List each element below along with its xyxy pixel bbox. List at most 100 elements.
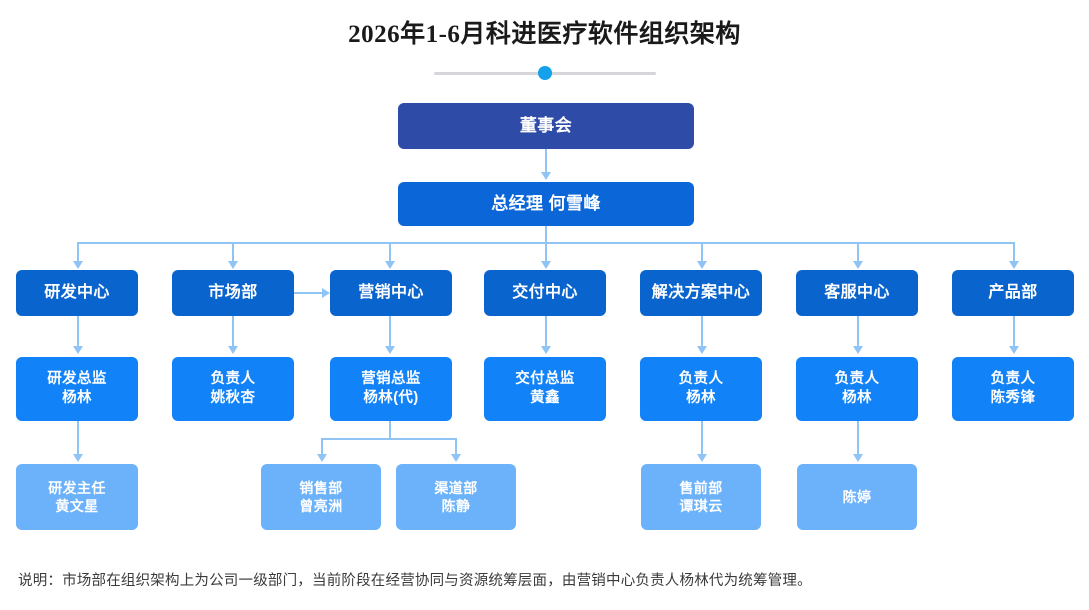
node-label-line1: 负责人 [834,370,880,387]
node-dept-sales-center[interactable]: 营销中心 [330,270,452,316]
node-dept-marketing[interactable]: 市场部 [172,270,294,316]
node-general-manager[interactable]: 总经理 何雪峰 [398,182,694,226]
node-label-line1: 研发总监 [47,370,107,387]
connector-solution-lead [701,316,703,347]
node-label-line2: 曾亮洲 [299,498,343,514]
connector-drop-dept-7-arrow [1009,261,1019,269]
connector-drop-dept-4 [545,242,547,262]
connector-drop-dept-3 [389,242,391,262]
connector-marketing-to-sales-arrow [322,288,330,298]
node-label-line1: 销售部 [299,479,343,496]
connector-drop-dept-5 [701,242,703,262]
node-label: 客服中心 [824,284,890,302]
connector-rd-lead-arrow [73,346,83,354]
node-label-line2: 杨林(代) [363,390,419,406]
connector-marketing-lead-arrow [228,346,238,354]
connector-sales-bus [321,438,457,440]
connector-drop-dept-4-arrow [541,261,551,269]
connector-sales-lead [389,316,391,347]
connector-drop-channel-dept [455,438,457,455]
node-team-sales-dept[interactable]: 销售部 曾亮洲 [261,464,381,530]
node-team-channel-dept[interactable]: 渠道部 陈静 [396,464,516,530]
node-label-line2: 姚秋杏 [210,390,256,406]
node-dept-product[interactable]: 产品部 [952,270,1074,316]
node-label: 产品部 [988,284,1038,302]
connector-cs-lead-arrow [853,346,863,354]
connector-drop-dept-1 [77,242,79,262]
node-lead-solution-owner[interactable]: 负责人 杨林 [640,357,762,421]
connector-sales-stem [389,421,391,439]
node-dept-delivery[interactable]: 交付中心 [484,270,606,316]
node-team-rd-chief[interactable]: 研发主任 黄文星 [16,464,138,530]
connector-gm-stem [545,226,547,243]
node-label-line1: 负责人 [678,370,724,387]
node-label: 总经理 何雪峰 [491,193,601,213]
node-label-line1: 负责人 [210,370,256,387]
connector-drop-dept-7 [1013,242,1015,262]
node-label-line2: 杨林 [842,390,872,406]
node-label-line2: 黄鑫 [530,390,560,406]
node-label: 市场部 [208,284,258,302]
node-label: 董事会 [519,115,573,135]
node-lead-marketing-owner[interactable]: 负责人 姚秋杏 [172,357,294,421]
node-label-line1: 交付总监 [515,370,575,387]
node-label-line2: 陈静 [441,498,471,514]
node-label-line1: 负责人 [990,370,1036,387]
node-label-line1: 营销总监 [361,370,421,387]
connector-drop-sales-dept [321,438,323,455]
node-dept-solution[interactable]: 解决方案中心 [640,270,762,316]
connector-solution-team [701,421,703,455]
node-team-cs-member[interactable]: 陈婷 [797,464,917,530]
node-dept-customer-service[interactable]: 客服中心 [796,270,918,316]
connector-sales-lead-arrow [385,346,395,354]
connector-solution-lead-arrow [697,346,707,354]
node-team-presales-dept[interactable]: 售前部 谭琪云 [641,464,761,530]
node-dept-rd[interactable]: 研发中心 [16,270,138,316]
connector-solution-team-arrow [697,454,707,462]
node-lead-delivery-director[interactable]: 交付总监 黄鑫 [484,357,606,421]
node-lead-product-owner[interactable]: 负责人 陈秀锋 [952,357,1074,421]
connector-drop-dept-2 [232,242,234,262]
node-label-line1: 售前部 [679,479,723,496]
connector-drop-channel-dept-arrow [451,454,461,462]
page-title: 2026年1-6月科进医疗软件组织架构 [348,21,741,48]
node-label-line2: 黄文星 [55,498,99,514]
connector-drop-dept-3-arrow [385,261,395,269]
connector-delivery-lead [545,316,547,347]
progress-slider[interactable] [434,66,656,82]
node-lead-rd-director[interactable]: 研发总监 杨林 [16,357,138,421]
connector-cs-team-arrow [853,454,863,462]
slider-thumb[interactable] [538,66,552,80]
node-label-line2: 杨林 [686,390,716,406]
footnote: 说明：市场部在组织架构上为公司一级部门，当前阶段在经营协同与资源统筹层面，由营销… [18,573,812,589]
node-label: 研发中心 [44,284,110,302]
connector-board-gm [545,149,547,173]
connector-board-gm-arrow [541,172,551,180]
connector-product-lead [1013,316,1015,347]
connector-marketing-lead [232,316,234,347]
connector-drop-dept-6 [857,242,859,262]
node-board[interactable]: 董事会 [398,103,694,149]
node-label-line1: 陈婷 [842,488,872,505]
node-label-line2: 谭琪云 [679,498,723,514]
node-lead-sales-director[interactable]: 营销总监 杨林(代) [330,357,452,421]
node-label-line2: 杨林 [62,390,92,406]
connector-drop-sales-dept-arrow [317,454,327,462]
connector-marketing-to-sales [294,292,323,294]
connector-drop-dept-6-arrow [853,261,863,269]
node-label: 交付中心 [512,284,578,302]
connector-cs-team [857,421,859,455]
connector-rd-team-arrow [73,454,83,462]
node-lead-cs-owner[interactable]: 负责人 杨林 [796,357,918,421]
node-label: 营销中心 [358,284,424,302]
connector-rd-team [77,421,79,455]
connector-drop-dept-1-arrow [73,261,83,269]
node-label-line1: 渠道部 [434,479,478,496]
connector-drop-dept-2-arrow [228,261,238,269]
connector-delivery-lead-arrow [541,346,551,354]
connector-rd-lead [77,316,79,347]
connector-cs-lead [857,316,859,347]
connector-product-lead-arrow [1009,346,1019,354]
node-label-line1: 研发主任 [48,479,106,496]
node-label-line2: 陈秀锋 [990,390,1036,406]
